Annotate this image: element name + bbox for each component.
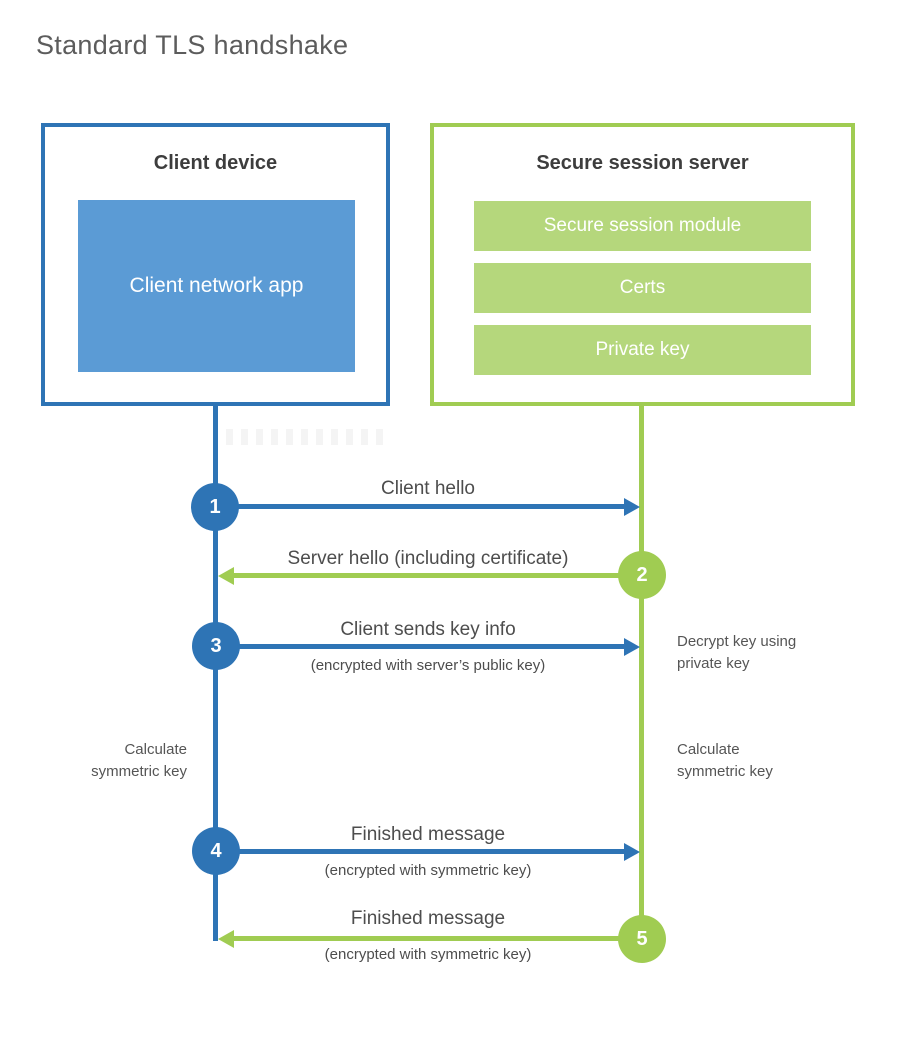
step-3-label: Client sends key info xyxy=(340,619,516,640)
step-1-badge: 1 xyxy=(191,483,239,531)
client-network-app-module: Client network app xyxy=(78,200,355,372)
server-lifeline xyxy=(639,406,644,940)
step-2-badge: 2 xyxy=(618,551,666,599)
client-device-box: Client device Client network app xyxy=(41,123,390,406)
step-4-label: Finished message xyxy=(350,824,506,845)
client-device-title: Client device xyxy=(153,152,278,174)
secure-session-server-box: Secure session server Secure session mod… xyxy=(430,123,855,406)
step-3-badge: 3 xyxy=(192,622,240,670)
step-3-sublabel: (encrypted with server’s public key) xyxy=(310,657,546,674)
step-5-sublabel: (encrypted with symmetric key) xyxy=(324,946,532,963)
step-4-arrow xyxy=(216,849,625,854)
step-3-arrow xyxy=(216,644,625,649)
step-2-arrow xyxy=(234,573,642,578)
step-5-label: Finished message xyxy=(350,908,506,929)
step-4-badge: 4 xyxy=(192,827,240,875)
step-5-badge: 5 xyxy=(618,915,666,963)
client-lifeline xyxy=(213,406,218,941)
private-key-bar: Private key xyxy=(474,325,811,375)
step-4-sublabel: (encrypted with symmetric key) xyxy=(324,862,532,879)
client-calculate-symmetric-key-note: Calculate symmetric key xyxy=(91,741,187,780)
server-calculate-symmetric-key-note: Calculate symmetric key xyxy=(677,741,773,780)
step-1-arrowhead-icon xyxy=(624,498,640,516)
client-network-app-label: Client network app xyxy=(129,273,304,297)
step-3-arrowhead-icon xyxy=(624,638,640,656)
step-1-arrow xyxy=(215,504,625,509)
step-2-label: Server hello (including certificate) xyxy=(287,548,569,569)
page-title: Standard TLS handshake xyxy=(36,30,349,60)
step-1-label: Client hello xyxy=(381,478,475,499)
faint-dashed-artifact xyxy=(226,429,386,445)
secure-session-module-bar: Secure session module xyxy=(474,201,811,251)
decrypt-key-note: Decrypt key using private key xyxy=(677,633,797,672)
certs-bar: Certs xyxy=(474,263,811,313)
step-5-arrow xyxy=(234,936,642,941)
secure-session-server-title: Secure session server xyxy=(536,152,749,174)
step-4-arrowhead-icon xyxy=(624,843,640,861)
step-5-arrowhead-icon xyxy=(218,930,234,948)
step-2-arrowhead-icon xyxy=(218,567,234,585)
